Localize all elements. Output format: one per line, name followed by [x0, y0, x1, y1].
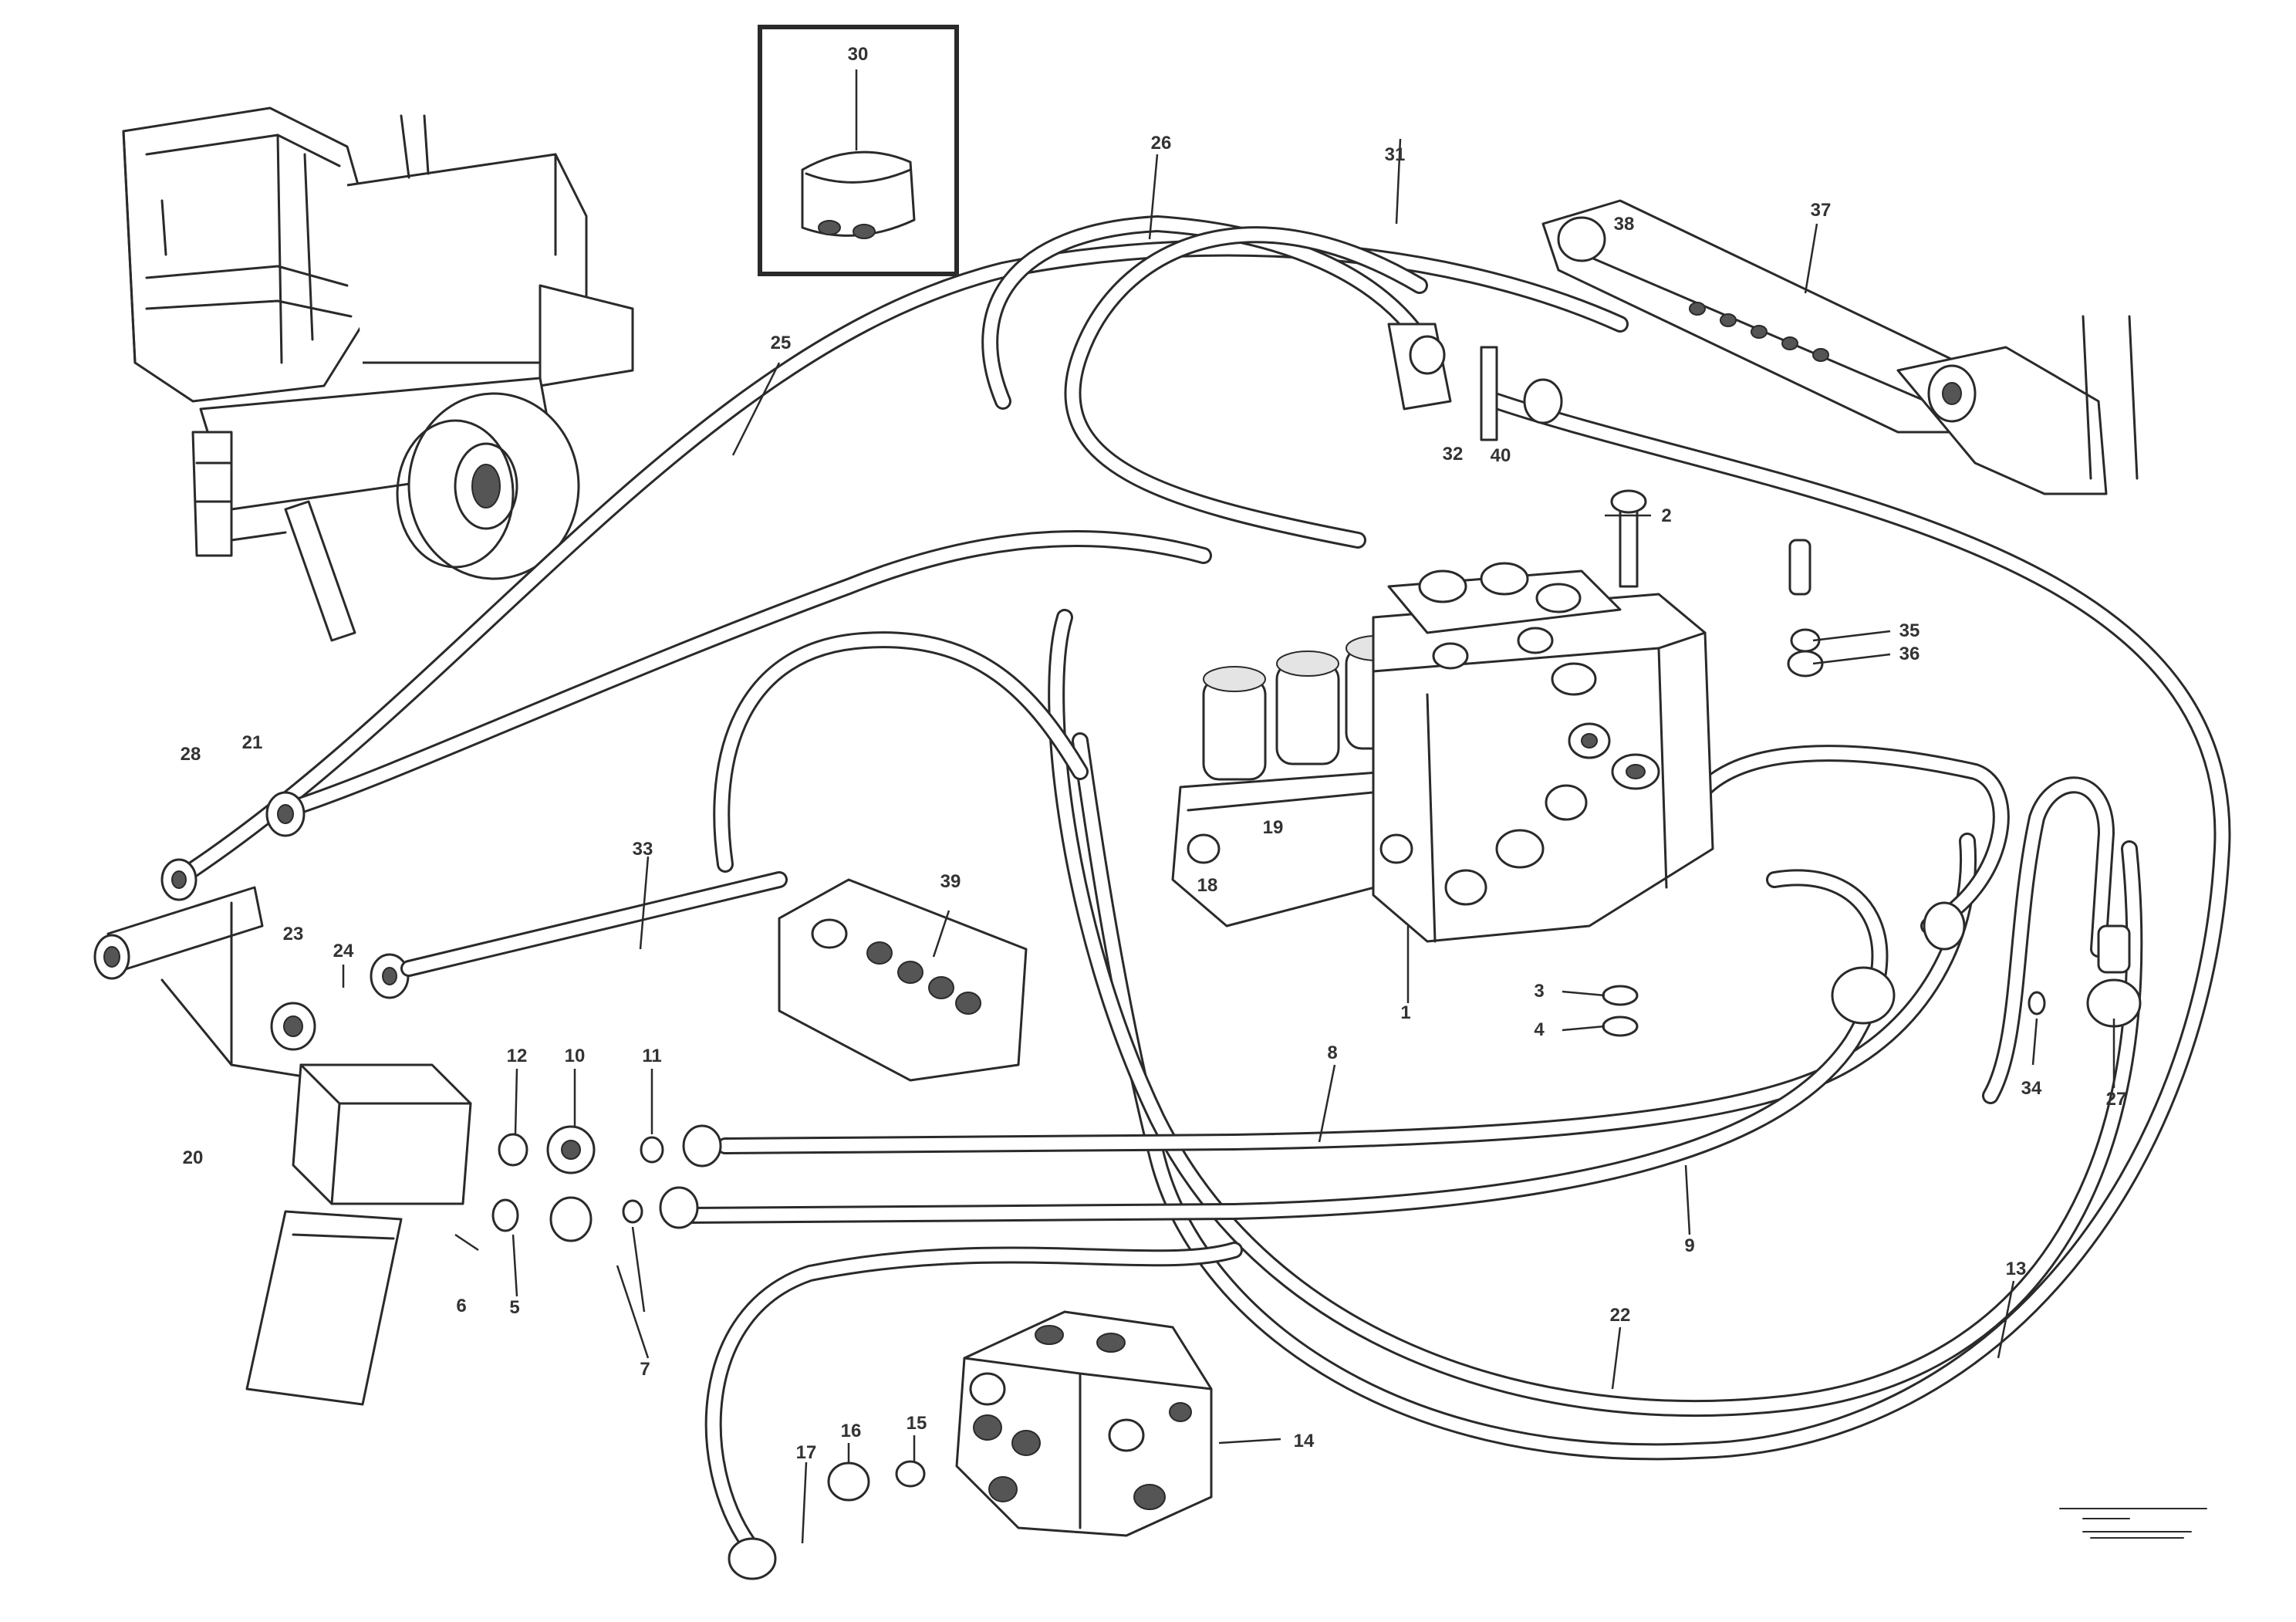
callout-31: 31 — [1385, 144, 1406, 165]
callout-23: 23 — [283, 924, 304, 944]
callout-12: 12 — [507, 1046, 528, 1066]
callout-38: 38 — [1614, 214, 1635, 235]
callout-35: 35 — [1899, 620, 1920, 641]
callout-27: 27 — [2106, 1089, 2127, 1110]
callout-32: 32 — [1443, 444, 1464, 465]
callout-7: 7 — [640, 1359, 650, 1380]
callout-18: 18 — [1197, 875, 1218, 896]
callout-26: 26 — [1151, 133, 1172, 154]
callout-33: 33 — [633, 839, 653, 860]
reference-stamp — [2059, 1508, 2207, 1539]
callout-36: 36 — [1899, 644, 1920, 664]
callout-21: 21 — [242, 732, 263, 753]
callout-34: 34 — [2021, 1078, 2042, 1099]
inset-detail-box — [758, 25, 959, 276]
callout-28: 28 — [181, 744, 201, 765]
boom-bracket — [1387, 199, 2139, 495]
callout-40: 40 — [1491, 445, 1511, 466]
right-fittings — [1831, 901, 2142, 1028]
lower-manifold — [728, 1310, 1213, 1580]
callout-9: 9 — [1684, 1235, 1694, 1256]
callout-6: 6 — [456, 1296, 466, 1316]
callout-4: 4 — [1534, 1019, 1545, 1040]
callout-20: 20 — [183, 1147, 204, 1168]
callout-17: 17 — [796, 1442, 817, 1463]
callout-8: 8 — [1327, 1042, 1337, 1063]
callout-11: 11 — [642, 1046, 661, 1066]
hoses — [169, 215, 2231, 1552]
callout-19: 19 — [1263, 817, 1284, 838]
callout-22: 22 — [1610, 1305, 1631, 1326]
callout-labels: 1 2 3 4 5 6 7 8 9 10 11 12 13 14 15 16 1… — [181, 44, 2127, 1463]
callout-25: 25 — [771, 333, 792, 353]
machine-overview — [122, 106, 634, 642]
callout-3: 3 — [1534, 981, 1544, 1002]
callout-37: 37 — [1811, 200, 1832, 221]
callout-5: 5 — [509, 1297, 519, 1318]
pedal-assembly — [93, 791, 788, 1406]
callout-10: 10 — [565, 1046, 586, 1066]
leader-lines — [342, 138, 2115, 1544]
callout-16: 16 — [841, 1421, 862, 1441]
callout-30: 30 — [848, 44, 869, 65]
callout-39: 39 — [940, 871, 961, 892]
callout-15: 15 — [907, 1413, 927, 1434]
callout-2: 2 — [1661, 505, 1671, 526]
callout-14: 14 — [1294, 1431, 1315, 1451]
callout-1: 1 — [1400, 1002, 1410, 1023]
control-valve — [1171, 489, 1824, 1037]
callout-13: 13 — [2006, 1259, 2027, 1279]
fitting-block — [778, 878, 1028, 1082]
callout-24: 24 — [333, 941, 354, 961]
